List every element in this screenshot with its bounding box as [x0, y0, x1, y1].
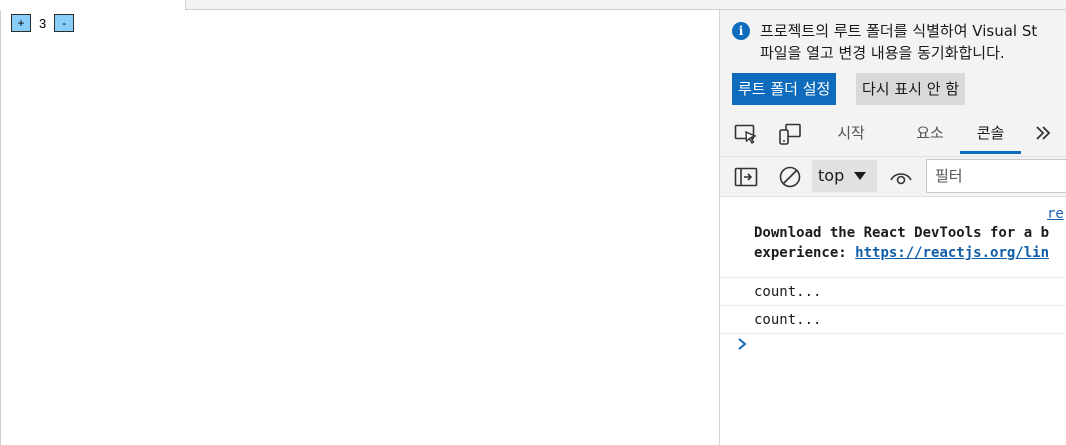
log-separator — [720, 277, 1066, 278]
devtools-panel: i 프로젝트의 루트 폴더를 식별하여 Visual St 파일을 열고 변경 … — [719, 10, 1066, 445]
dont-show-again-button[interactable]: 다시 표시 안 함 — [856, 73, 966, 105]
increment-button[interactable]: + — [11, 14, 31, 32]
clear-console-icon[interactable] — [778, 166, 802, 188]
sidebar-toggle-icon[interactable] — [734, 166, 758, 188]
log-row: count... — [754, 312, 822, 328]
info-icon: i — [732, 22, 750, 40]
counter: + 3 - — [11, 14, 75, 32]
info-message: 프로젝트의 루트 폴더를 식별하여 Visual St 파일을 열고 변경 내용… — [760, 20, 1066, 64]
react-message-line-2: experience: https://reactjs.org/lin — [754, 243, 1066, 263]
react-message-line-1: Download the React DevTools for a b — [754, 225, 1050, 241]
log-separator — [720, 333, 1066, 334]
set-root-folder-button[interactable]: 루트 폴더 설정 — [732, 73, 837, 105]
info-message-line-2: 파일을 열고 변경 내용을 동기화합니다. — [760, 44, 1005, 62]
context-selector[interactable]: top — [812, 160, 877, 192]
tab-console[interactable]: 콘솔 — [960, 111, 1021, 157]
chevron-double-right-icon[interactable] — [1034, 123, 1052, 143]
tab-elements[interactable]: 요소 — [916, 124, 944, 142]
caret-down-icon — [854, 172, 866, 180]
source-link[interactable]: re — [1047, 206, 1064, 222]
react-message-prefix: experience: — [754, 245, 856, 261]
inspect-element-icon[interactable] — [734, 123, 758, 145]
filter-input[interactable] — [926, 159, 1066, 193]
react-devtools-message: Download the React DevTools for a b expe… — [754, 223, 1066, 263]
log-row: count... — [754, 284, 822, 300]
info-bar: i 프로젝트의 루트 폴더를 식별하여 Visual St 파일을 열고 변경 … — [720, 10, 1066, 111]
log-separator — [720, 305, 1066, 306]
console-output: re Download the React DevTools for a b e… — [720, 197, 1066, 445]
page-viewport: + 3 - — [0, 10, 719, 445]
react-devtools-link[interactable]: https://reactjs.org/lin — [855, 245, 1050, 261]
decrement-button[interactable]: - — [54, 14, 75, 32]
eye-icon[interactable] — [889, 166, 913, 188]
tab-welcome[interactable]: 시작 — [837, 124, 865, 142]
console-toolbar: top — [720, 157, 1066, 197]
context-selector-value: top — [818, 166, 845, 185]
device-emulation-icon[interactable] — [778, 123, 802, 145]
chevron-right-icon[interactable] — [736, 337, 748, 351]
devtools-tabbar: 시작 요소 콘솔 — [720, 111, 1066, 157]
info-message-line-1: 프로젝트의 루트 폴더를 식별하여 Visual St — [760, 22, 1038, 40]
browser-tab[interactable] — [0, 0, 186, 10]
browser-tab-strip — [0, 0, 1066, 10]
count-value: 3 — [39, 15, 47, 31]
